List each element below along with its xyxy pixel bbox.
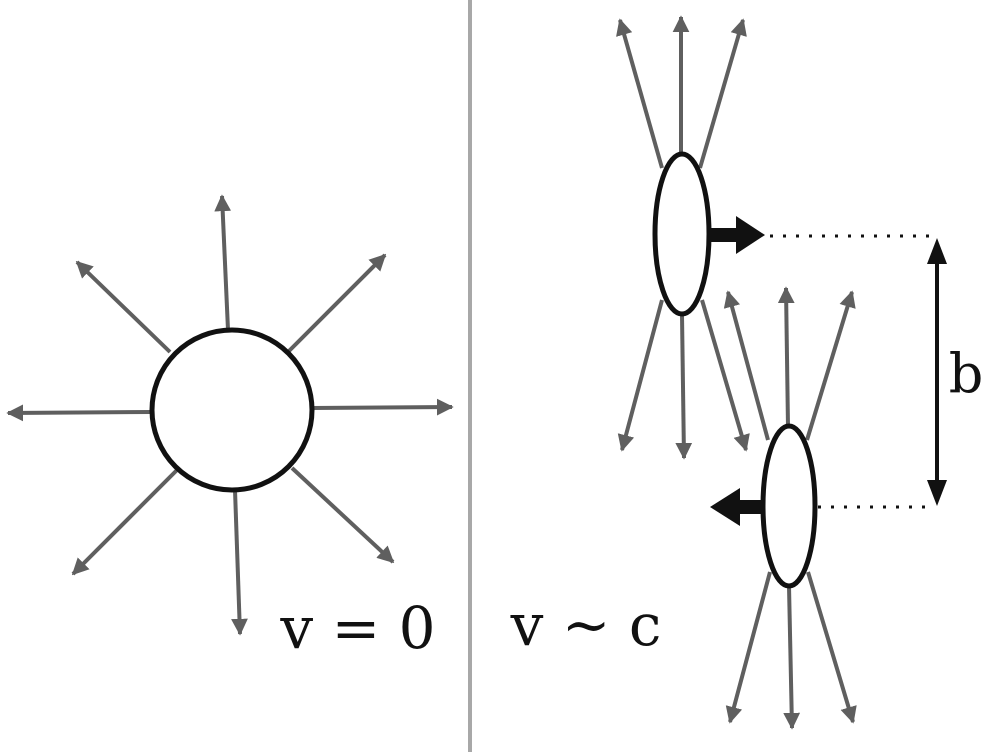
upper-field-line-up-right [698,18,747,169]
relativistic-velocity-label: v ~ c [510,591,662,659]
field-line-left [6,404,153,422]
impact-parameter-arrowhead-top [927,238,947,264]
field-line-up-left [75,260,172,354]
lower-field-line-up-left [723,290,770,441]
upper-field-line-up-left [616,18,664,169]
upper-field-line-down-left [617,299,664,452]
lower-field-line-down-right [806,571,857,724]
lower-field-line-up [777,286,795,428]
field-line-down-left [71,468,179,576]
field-line-up-right [286,253,387,354]
field-line-up [214,194,232,331]
relativistic-panel: b v ~ c [510,15,984,730]
lower-moving-charge [760,423,818,589]
rest-charge-panel: v = 0 [6,194,454,662]
impact-parameter-arrowhead-bottom [927,480,947,506]
field-line-down [231,489,248,636]
rest-velocity-label: v = 0 [279,594,435,662]
upper-velocity-arrow [709,216,765,254]
impact-parameter-label: b [949,342,984,405]
field-line-right [311,398,454,416]
rest-field-lines [6,194,454,636]
upper-moving-charge [652,151,712,317]
upper-field-line-down [675,314,693,460]
lower-field-line-down-left [725,571,772,724]
lower-field-lines [723,286,857,730]
field-line-down-right [290,466,395,564]
rest-charge [149,327,315,493]
upper-field-lines [616,15,750,460]
upper-field-line-down-right [700,299,750,452]
lower-field-line-down [783,585,801,730]
lower-field-line-up-right [805,290,856,441]
lower-velocity-arrow [710,488,765,526]
